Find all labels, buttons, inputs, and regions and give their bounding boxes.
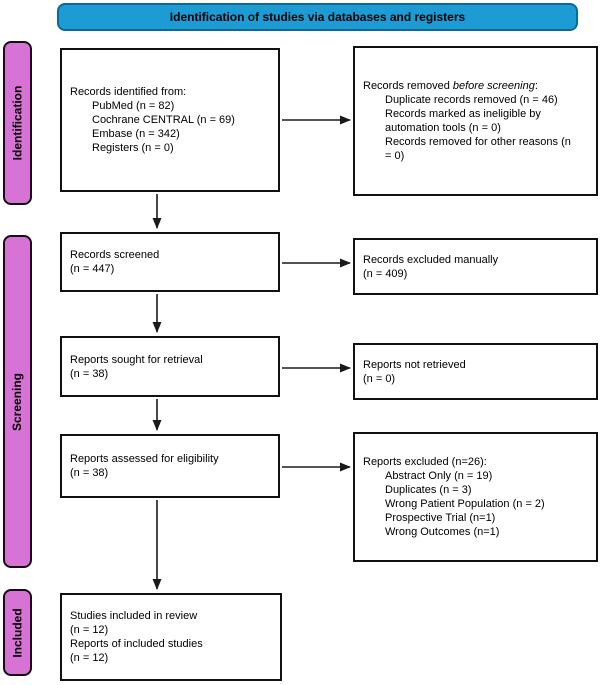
title-italic: before screening — [452, 80, 535, 92]
removed-automation: Records marked as ineligible by automati… — [385, 108, 541, 134]
box-records-excluded-manually: Records excluded manually (n = 409) — [353, 238, 598, 295]
box-records-removed-before-screening: Records removed before screening: Duplic… — [353, 46, 598, 196]
stage-label-included: Included — [10, 607, 25, 658]
box-line: Records excluded manually — [363, 253, 499, 266]
removed-duplicates: Duplicate records removed (n = 46) — [385, 94, 558, 106]
box-count: (n = 12) — [70, 624, 109, 636]
box-line: Records screened — [70, 249, 160, 261]
box-records-identified: Records identified from: PubMed (n = 82)… — [60, 48, 280, 192]
removed-other: Records removed for other reasons (n = 0… — [385, 136, 571, 162]
box-line: Reports sought for retrieval — [70, 353, 203, 366]
box-count: (n = 409) — [363, 267, 408, 280]
db-count-registers: Registers (n = 0) — [92, 142, 174, 154]
box-records-screened: Records screened (n = 447) — [60, 232, 280, 292]
excluded-duplicates: Duplicates (n = 3) — [385, 484, 472, 496]
db-count-embase: Embase (n = 342) — [92, 128, 180, 140]
box-title: Reports excluded (n=26): — [363, 456, 487, 468]
box-count: (n = 0) — [363, 372, 396, 385]
stage-bar-identification: Identification — [3, 41, 32, 205]
box-reports-sought: Reports sought for retrieval (n = 38) — [60, 336, 280, 397]
box-title: Records identified from: — [70, 86, 187, 98]
box-title: Records removed before screening: — [363, 79, 588, 93]
box-count: (n = 38) — [70, 367, 109, 380]
title-suffix: : — [534, 80, 538, 92]
box-studies-included: Studies included in review (n = 12) Repo… — [60, 593, 282, 681]
box-reports-not-retrieved: Reports not retrieved (n = 0) — [353, 343, 598, 400]
stage-bar-included: Included — [3, 589, 32, 676]
box-line: Studies included in review — [70, 610, 198, 622]
box-line: Reports of included studies — [70, 638, 203, 650]
excluded-wrong-outcomes: Wrong Outcomes (n=1) — [385, 526, 500, 538]
box-line: Reports not retrieved — [363, 358, 466, 371]
box-count: (n = 447) — [70, 263, 115, 275]
box-count: (n = 12) — [70, 652, 109, 664]
excluded-abstract-only: Abstract Only (n = 19) — [385, 470, 493, 482]
db-count-pubmed: PubMed (n = 82) — [92, 100, 175, 112]
box-count: (n = 38) — [70, 467, 109, 479]
excluded-prospective-trial: Prospective Trial (n=1) — [385, 512, 496, 524]
db-count-cochrane: Cochrane CENTRAL (n = 69) — [92, 114, 235, 126]
box-reports-excluded: Reports excluded (n=26): Abstract Only (… — [353, 432, 598, 562]
stage-bar-screening: Screening — [3, 235, 32, 568]
title-prefix: Records removed — [363, 80, 453, 92]
box-line: Reports assessed for eligibility — [70, 453, 219, 465]
banner-identification-via-databases: Identification of studies via databases … — [57, 3, 578, 31]
stage-label-screening: Screening — [10, 372, 25, 431]
excluded-wrong-population: Wrong Patient Population (n = 2) — [385, 498, 545, 510]
stage-label-identification: Identification — [10, 85, 25, 161]
banner-label: Identification of studies via databases … — [169, 10, 466, 24]
box-reports-assessed: Reports assessed for eligibility (n = 38… — [60, 434, 280, 498]
